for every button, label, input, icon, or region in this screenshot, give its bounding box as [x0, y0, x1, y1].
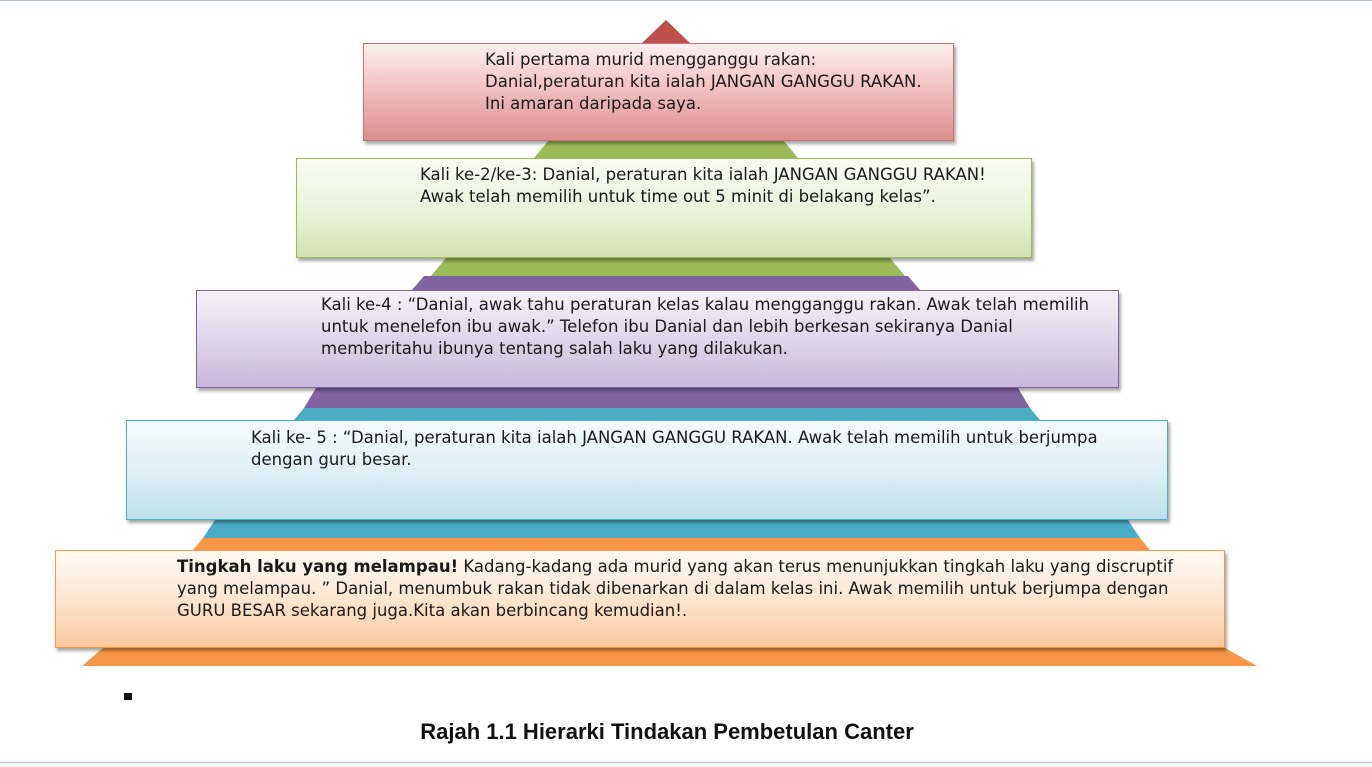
- pyramid-tier-4: [294, 408, 1040, 420]
- pyramid-tier-3-lower: [304, 388, 1030, 408]
- level-3-text: Kali ke-4 : “Danial, awak tahu peraturan…: [321, 295, 1090, 358]
- level-5-severe-behaviour-box: Tingkah laku yang melampau! Kadang-kadan…: [55, 550, 1225, 648]
- pyramid-tier-3: [412, 276, 920, 290]
- bottom-border-line: [0, 762, 1372, 763]
- level-4-text: Kali ke- 5 : “Danial, peraturan kita ial…: [251, 428, 1098, 469]
- pyramid-tier-2-lower: [431, 258, 905, 276]
- level-2-timeout-box: Kali ke-2/ke-3: Danial, peraturan kita i…: [296, 158, 1032, 258]
- level-4-headmaster-box: Kali ke- 5 : “Danial, peraturan kita ial…: [126, 420, 1168, 520]
- figure-caption: Rajah 1.1 Hierarki Tindakan Pembetulan C…: [420, 719, 914, 744]
- level-5-bold-heading: Tingkah laku yang melampau!: [177, 557, 459, 576]
- level-5-text: Tingkah laku yang melampau! Kadang-kadan…: [177, 556, 1217, 622]
- level-1-text: Kali pertama murid mengganggu rakan: Dan…: [485, 50, 922, 113]
- pyramid-tier-5: [193, 538, 1150, 550]
- pyramid-base-tier: [82, 648, 1257, 666]
- top-border-line: [0, 0, 1372, 1]
- level-2-text: Kali ke-2/ke-3: Danial, peraturan kita i…: [420, 165, 986, 206]
- level-5-body: Kadang-kadang ada murid yang akan terus …: [177, 557, 1174, 620]
- pyramid-apex-tier: [642, 20, 690, 43]
- level-1-warning-box: Kali pertama murid mengganggu rakan: Dan…: [363, 43, 954, 141]
- pyramid-tier-4-lower: [203, 520, 1140, 538]
- bullet-mark: [124, 693, 132, 700]
- level-3-phone-parent-box: Kali ke-4 : “Danial, awak tahu peraturan…: [196, 290, 1119, 388]
- pyramid-tier-2: [534, 141, 798, 158]
